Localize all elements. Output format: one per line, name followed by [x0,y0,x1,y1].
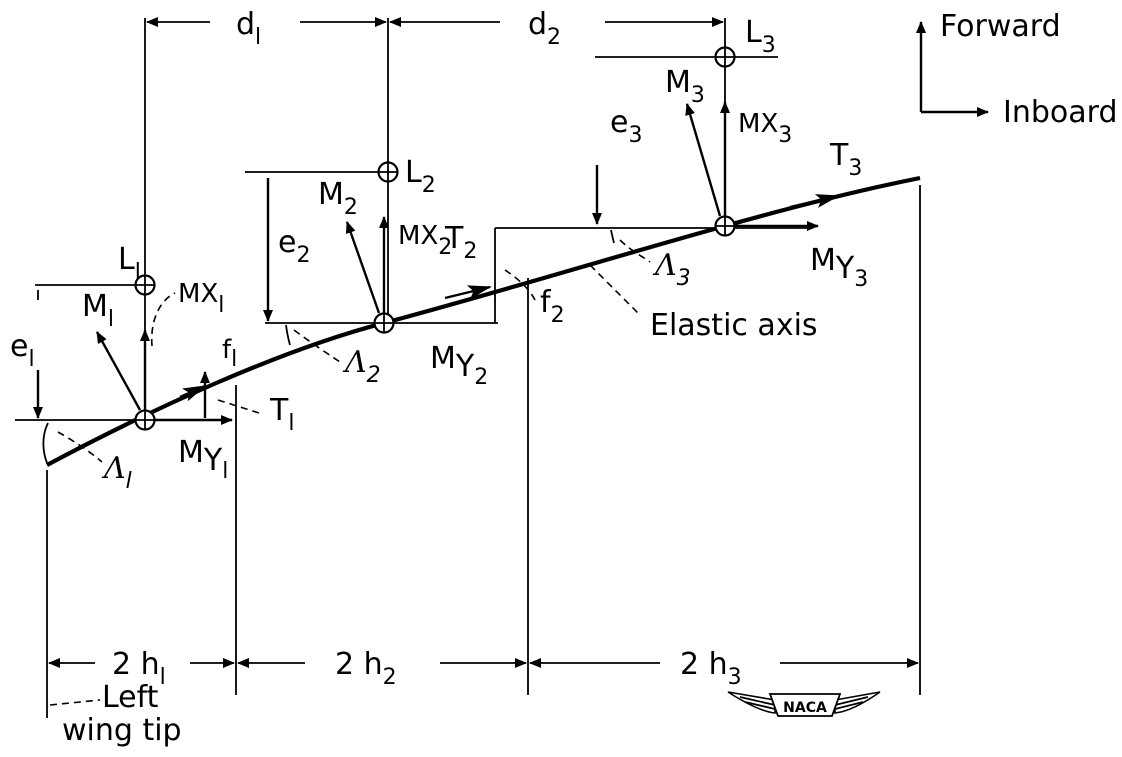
MY3-label: MY3 [810,243,868,292]
M3-arrow [685,103,722,217]
T1-leader [217,399,263,415]
T1-label: Tl [269,393,294,436]
Lam3-label: Λ3 [652,248,691,291]
Lam2-leader [293,329,341,363]
MX2-label: MX2 [398,221,452,260]
e3-label: e3 [610,105,642,148]
station-3: L3 M3 MX3 e3 T3 Λ3 MY3 f2 Elastic axis [495,15,868,343]
M2-label: M2 [318,177,358,220]
f1-label: fl [222,335,237,372]
T3-label: T3 [829,138,862,181]
naca-logo: NACA [727,691,881,717]
f2-label: f2 [540,285,565,328]
station-1: Ll Ml MXl el fl Tl MYl Λl [10,18,294,494]
Lam3-leader [619,239,651,263]
direction-legend: Forward Inboard [916,9,1118,130]
elastic-axis-leader [589,264,641,316]
h1-label: 2 hl [112,647,166,690]
e1-label: el [10,329,35,372]
L1-label: Ll [118,242,141,285]
left-wing-tip-label-2: wing tip [62,713,182,748]
Lam1-arc [42,422,49,464]
L3-label: L3 [745,15,776,58]
h2-label: 2 h2 [335,647,397,690]
f2-leader [504,269,536,301]
d2-label: d2 [528,7,561,50]
d1-label: dl [236,7,261,50]
forward-label: Forward [940,9,1061,44]
M1-arrow [95,331,142,411]
MX3-label: MX3 [738,109,792,148]
station-2: L2 M2 MX2 e2 T2 Λ2 MY2 [245,18,498,390]
MX1-label: MXl [178,279,224,318]
naca-logo-text: NACA [783,700,827,716]
M3-label: M3 [665,65,705,108]
Lam2-label: Λ2 [342,345,381,388]
left-wing-tip-leader [49,699,101,706]
Lam2-arc [285,324,291,346]
axis-arrow-2 [444,285,492,300]
T2-label: T2 [444,221,477,264]
M1-label: Ml [82,289,114,332]
inboard-label: Inboard [1003,95,1118,130]
h3-label: 2 h3 [680,647,742,690]
MX1-leader [150,292,176,347]
axis-arrow-3 [789,194,840,209]
MY1-label: MYl [178,435,228,484]
M2-arrow [345,221,381,314]
Lam1-leader [57,431,103,463]
MY2-label: MY2 [430,341,488,390]
elastic-axis-label: Elastic axis [650,308,818,343]
axis-arrow-1 [179,384,207,402]
e2-label: e2 [278,225,310,268]
left-wing-tip-label-1: Left [102,680,159,715]
Lam1-label: Λl [101,451,132,494]
L2-label: L2 [405,155,436,198]
Lam3-arc [610,229,615,244]
